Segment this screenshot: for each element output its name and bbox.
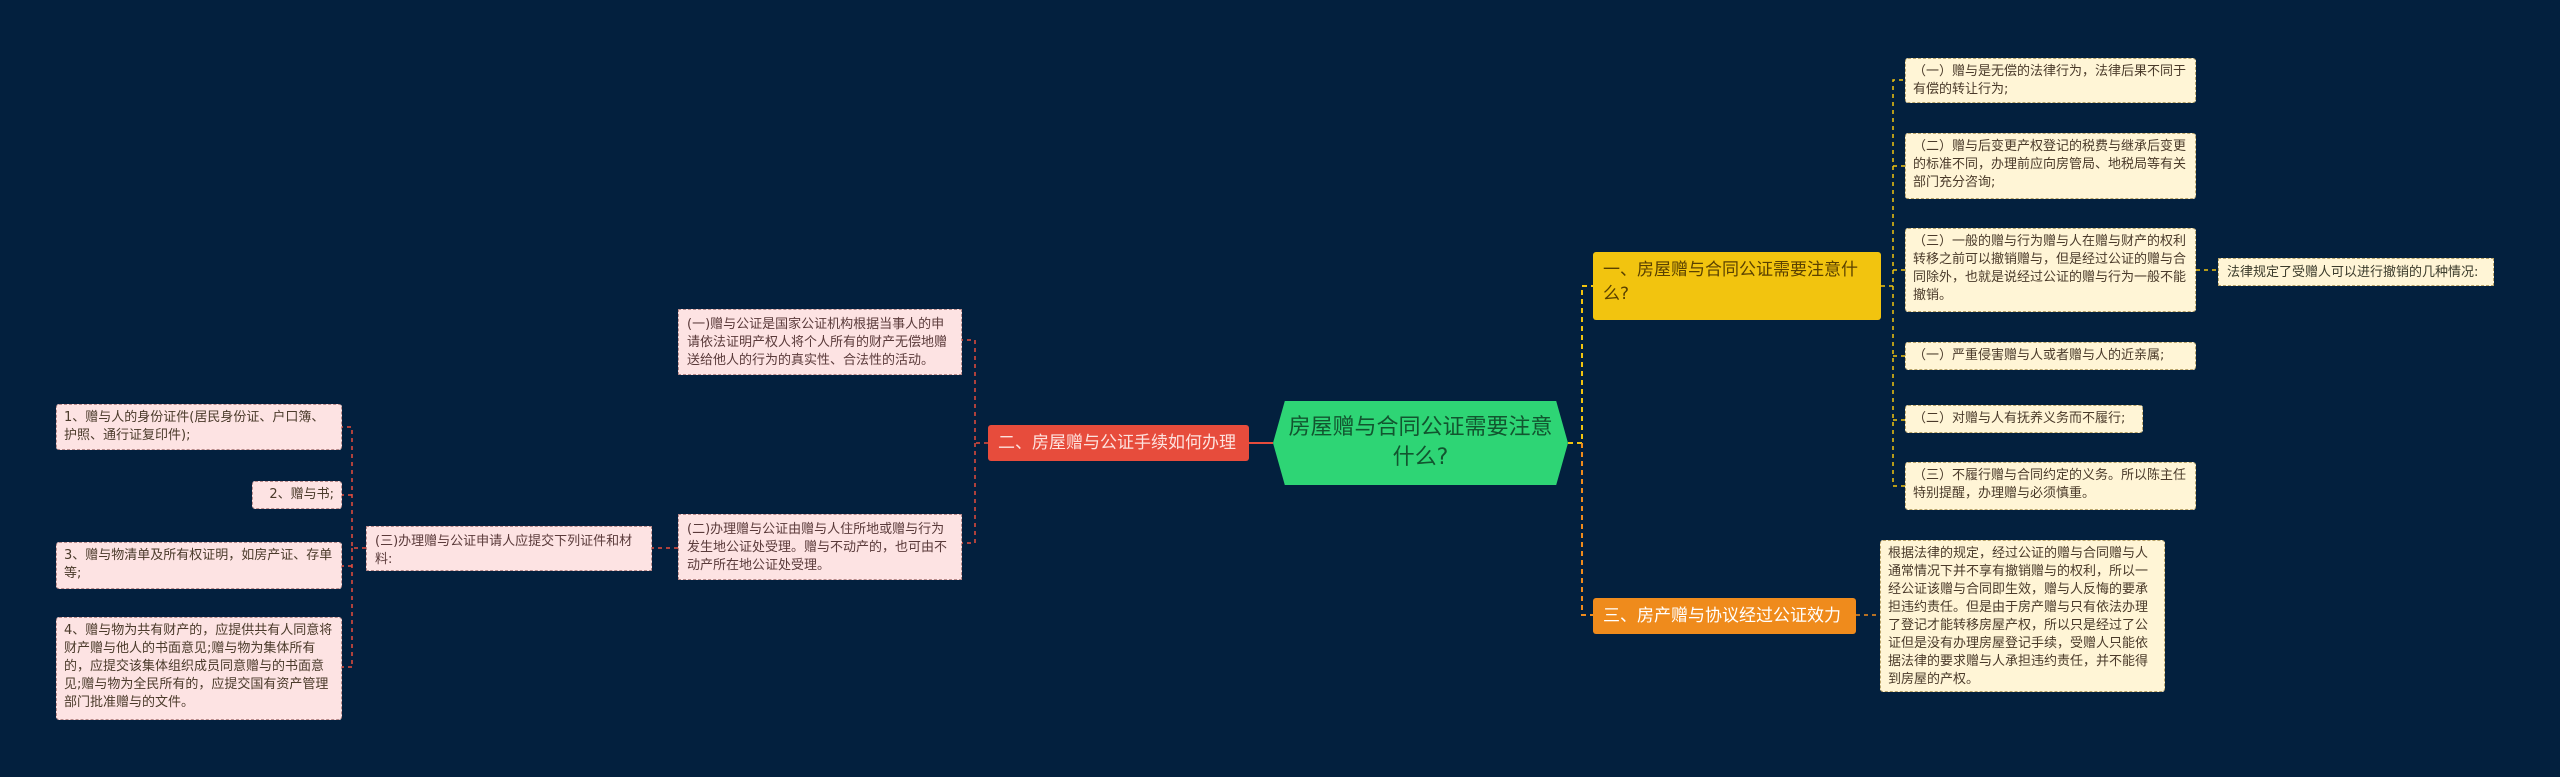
branch-2-topic[interactable]: 二、房屋赠与公证手续如何办理 xyxy=(988,425,1249,461)
branch-2-item-2[interactable]: (二)办理赠与公证由赠与人住所地或赠与行为发生地公证处受理。赠与不动产的，也可由… xyxy=(678,514,962,580)
branch-1-item-6[interactable]: （三）不履行赠与合同约定的义务。所以陈主任特别提醒，办理赠与必须慎重。 xyxy=(1905,462,2196,510)
branch-3-topic[interactable]: 三、房产赠与协议经过公证效力 xyxy=(1593,598,1856,634)
branch-1-item-1[interactable]: （一）赠与是无偿的法律行为，法律后果不同于有偿的转让行为; xyxy=(1905,58,2196,103)
branch-3-label: 三、房产赠与协议经过公证效力 xyxy=(1603,606,1841,626)
materials-item-3[interactable]: 3、赠与物清单及所有权证明，如房产证、存单等; xyxy=(56,542,342,589)
branch-1-item-3[interactable]: （三）一般的赠与行为赠与人在赠与财产的权利转移之前可以撤销赠与，但是经过公证的赠… xyxy=(1905,228,2196,312)
branch-1-item-5[interactable]: （二）对赠与人有抚养义务而不履行; xyxy=(1905,405,2143,433)
branch-2-label: 二、房屋赠与公证手续如何办理 xyxy=(998,433,1236,453)
branch-3-item-1[interactable]: 根据法律的规定，经过公证的赠与合同赠与人通常情况下并不享有撤销赠与的权利，所以一… xyxy=(1880,540,2165,692)
branch-1-item-4[interactable]: （一）严重侵害赠与人或者赠与人的近亲属; xyxy=(1905,342,2196,370)
root-topic[interactable]: 房屋赠与合同公证需要注意什么? xyxy=(1273,401,1568,485)
branch-1-item-2[interactable]: （二）赠与后变更产权登记的税费与继承后变更的标准不同，办理前应向房管局、地税局等… xyxy=(1905,133,2196,199)
branch-1-label: 一、房屋赠与合同公证需要注意什么? xyxy=(1603,260,1858,304)
branch-2-item-3[interactable]: (三)办理赠与公证申请人应提交下列证件和材料: xyxy=(366,526,652,571)
revocation-annotation[interactable]: 法律规定了受赠人可以进行撤销的几种情况: xyxy=(2218,258,2494,286)
branch-2-item-1[interactable]: (一)赠与公证是国家公证机构根据当事人的申请依法证明产权人将个人所有的财产无偿地… xyxy=(678,309,962,375)
materials-item-4[interactable]: 4、赠与物为共有财产的，应提供共有人同意将财产赠与他人的书面意见;赠与物为集体所… xyxy=(56,617,342,720)
root-title: 房屋赠与合同公证需要注意什么? xyxy=(1288,415,1553,470)
materials-item-1[interactable]: 1、赠与人的身份证件(居民身份证、户口簿、护照、通行证复印件); xyxy=(56,404,342,450)
materials-item-2[interactable]: 2、赠与书; xyxy=(252,481,342,509)
branch-1-topic[interactable]: 一、房屋赠与合同公证需要注意什么? xyxy=(1593,252,1881,320)
